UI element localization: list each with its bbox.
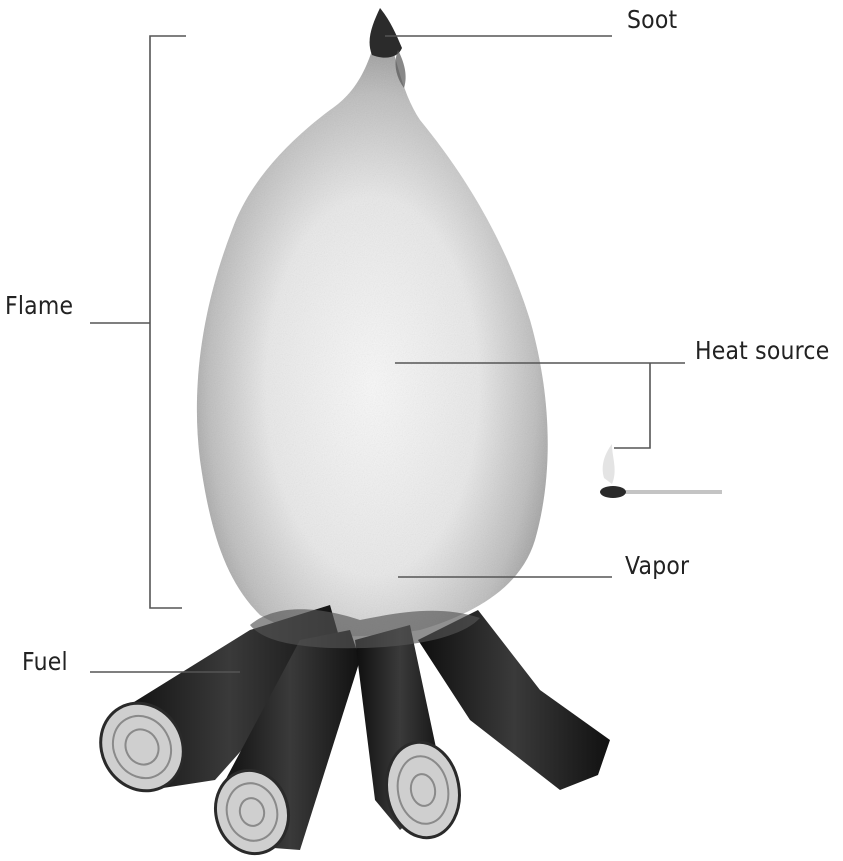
label-soot: Soot xyxy=(627,6,677,35)
soot-tip xyxy=(370,8,402,58)
log-icons xyxy=(85,605,610,861)
heat-source-bracket xyxy=(614,363,650,448)
flame-texture xyxy=(197,12,548,636)
label-heat-source: Heat source xyxy=(695,337,829,366)
match-icon xyxy=(600,444,722,498)
label-flame: Flame xyxy=(5,292,73,321)
label-vapor: Vapor xyxy=(625,552,689,581)
label-fuel: Fuel xyxy=(22,648,68,677)
flame-bracket xyxy=(150,36,186,608)
